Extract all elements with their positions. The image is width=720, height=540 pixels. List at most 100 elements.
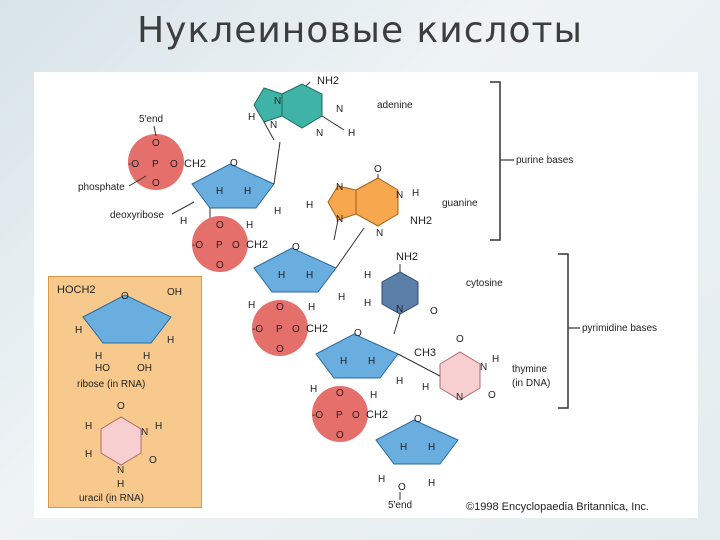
svg-text:H: H [310,384,317,395]
svg-text:HO: HO [95,363,110,374]
svg-text:H: H [364,270,371,281]
svg-text:NH2: NH2 [410,215,432,227]
svg-text:H: H [306,270,313,281]
svg-text:OH: OH [167,287,182,298]
svg-text:H: H [396,376,403,387]
svg-text:CH2: CH2 [184,158,206,170]
svg-text:H: H [428,478,435,489]
svg-text:H: H [85,421,92,432]
svg-text:O: O [216,220,224,231]
deoxyribose-sugar-1: O H H H H H deoxyribose [110,141,281,231]
svg-text:O: O [232,240,240,251]
svg-text:NH2: NH2 [396,251,418,263]
svg-text:H: H [348,128,355,139]
svg-text:HOCH2: HOCH2 [57,284,96,296]
svg-text:P: P [336,410,343,421]
svg-text:CH2: CH2 [306,323,328,335]
svg-text:O: O [414,414,422,425]
uracil-label: uracil (in RNA) [79,493,144,504]
svg-text:H: H [216,186,223,197]
svg-text:N: N [336,182,343,193]
svg-text:P: P [276,324,283,335]
svg-text:O: O [430,306,438,317]
svg-text:H: H [85,449,92,460]
svg-text:H: H [143,351,150,362]
purine-bases-label: purine bases [516,155,573,166]
adenine-base: NH2 N N N N H H adenine [248,75,413,141]
svg-text:O: O [276,344,284,355]
svg-text:H: H [248,112,255,123]
thymine-label: thymine [512,364,547,375]
svg-text:O: O [456,334,464,345]
svg-text:N: N [376,228,383,239]
svg-text:H: H [422,382,429,393]
pyrimidine-bases-label: pyrimidine bases [582,323,657,334]
phosphate-group-3: O -O P O O CH2 [252,300,328,356]
uracil-base: O H N H H N O H uracil (in RNA) [79,401,162,504]
svg-text:O: O [170,159,178,170]
svg-text:OH: OH [137,363,152,374]
svg-text:N: N [270,120,277,131]
svg-text:H: H [244,186,251,197]
svg-text:H: H [274,206,281,217]
svg-text:P: P [152,159,159,170]
svg-text:O: O [354,328,362,339]
cytosine-label: cytosine [466,278,503,289]
thymine-base: CH3 O N H H N O thymine (in DNA) [397,334,550,403]
svg-text:O: O [398,482,406,493]
svg-text:O: O [276,302,284,313]
svg-text:H: H [370,390,377,401]
svg-text:O: O [488,390,496,401]
svg-text:H: H [155,421,162,432]
svg-text:N: N [336,214,343,225]
svg-text:O: O [121,291,129,302]
adenine-label: adenine [377,100,413,111]
svg-text:H: H [95,351,102,362]
deoxyribose-sugar-4: O H H H H O 5′end [375,414,459,511]
pyrimidine-bracket [558,253,569,409]
guanine-label: guanine [442,198,478,209]
svg-text:H: H [248,300,255,311]
svg-text:CH2: CH2 [366,409,388,421]
deoxyribose-sugar-3: O H H H H H [310,328,403,401]
svg-text:H: H [378,474,385,485]
svg-text:H: H [492,354,499,365]
phosphate-label: phosphate [78,182,125,193]
svg-text:N: N [316,128,323,139]
svg-text:N: N [456,392,463,403]
guanine-base: O N N H H N N NH2 guanine [306,164,478,241]
svg-text:N: N [396,304,403,315]
svg-text:O: O [336,388,344,399]
deoxyribose-sugar-2: O H H H H H [248,227,365,313]
svg-text:O: O [292,324,300,335]
svg-text:N: N [274,96,281,107]
svg-text:H: H [368,356,375,367]
svg-text:N: N [396,190,403,201]
ribose-label: ribose (in RNA) [77,379,145,390]
svg-text:O: O [152,138,160,149]
deoxyribose-label: deoxyribose [110,210,164,221]
svg-text:O: O [352,410,360,421]
svg-text:NH2: NH2 [317,75,339,87]
svg-text:H: H [75,325,82,336]
svg-text:H: H [246,220,253,231]
svg-text:O: O [117,401,125,412]
svg-text:O: O [292,242,300,253]
svg-text:H: H [117,479,124,490]
svg-text:O: O [230,158,238,169]
five-end-top-label: 5′end [139,114,163,125]
svg-text:O: O [216,260,224,271]
svg-text:O: O [374,164,382,175]
phosphate-group-2: O -O P O O CH2 [192,216,268,272]
svg-text:H: H [306,200,313,211]
svg-text:H: H [338,292,345,303]
purine-bracket [490,81,501,241]
svg-text:-O: -O [192,240,203,251]
cytosine-base: NH2 H H N O cytosine [364,251,503,335]
svg-text:H: H [180,216,187,227]
phosphate-group-4: O -O P O O CH2 [312,386,388,442]
rna-inset-drawing: HOCH2 O OH H H H H HO OH ribose (in RNA)… [57,284,182,504]
phosphate-group-1: 5′end O -O P O O CH2 phosphate [78,114,206,193]
svg-text:CH2: CH2 [246,239,268,251]
svg-text:N: N [117,465,124,476]
